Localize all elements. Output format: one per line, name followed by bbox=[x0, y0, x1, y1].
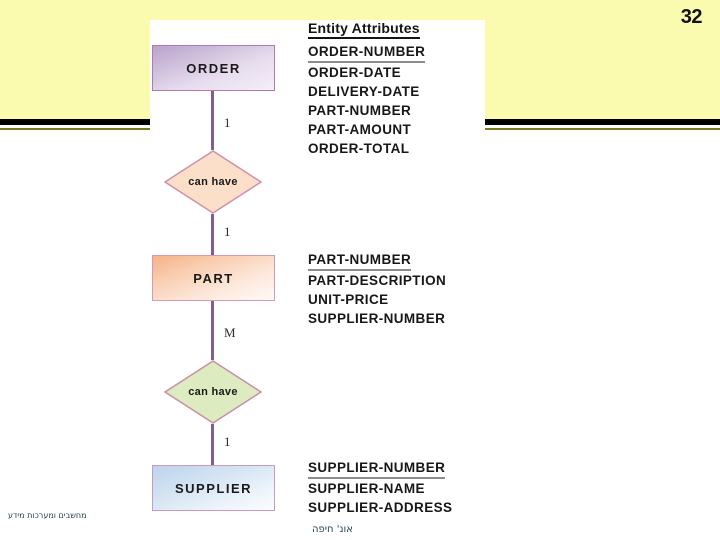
connector-order-to-relationship1 bbox=[211, 91, 214, 150]
attribute-part-3: SUPPLIER-NUMBER bbox=[308, 311, 446, 326]
attribute-order-5: ORDER-TOTAL bbox=[308, 141, 410, 156]
attribute-part-1: PART-DESCRIPTION bbox=[308, 273, 447, 288]
footer-department-text: מחשבים ומערכות מידע bbox=[8, 511, 87, 520]
entity-box-order: ORDER bbox=[152, 45, 275, 91]
entity-box-supplier: SUPPLIER bbox=[152, 465, 275, 511]
connector-relationship2-to-supplier bbox=[211, 424, 214, 465]
attribute-supplier-0: SUPPLIER-NUMBER bbox=[308, 458, 446, 479]
diamond-shape-icon bbox=[164, 360, 262, 424]
attribute-list-order: ORDER-NUMBER ORDER-DATE DELIVERY-DATE PART-… bbox=[308, 42, 426, 158]
attribute-order-0: ORDER-NUMBER bbox=[308, 42, 426, 63]
footer-university-text: אונ' חיפה bbox=[312, 524, 353, 535]
relationship-diamond-order-part: can have bbox=[164, 150, 262, 214]
cardinality-part-side-upper: 1 bbox=[224, 224, 231, 239]
er-diagram-image: Entity Attributes ORDER 1 can have 1 PAR… bbox=[150, 20, 485, 540]
entity-label-order: ORDER bbox=[186, 60, 241, 76]
entity-box-part: PART bbox=[152, 255, 275, 301]
page-number: 32 bbox=[680, 6, 703, 28]
entity-label-supplier: SUPPLIER bbox=[174, 480, 252, 496]
attribute-supplier-1: SUPPLIER-NAME bbox=[308, 481, 425, 496]
cardinality-order-side: 1 bbox=[224, 115, 231, 130]
relationship-diamond-part-supplier: can have bbox=[164, 360, 262, 424]
entity-label-part: PART bbox=[193, 270, 234, 286]
attribute-order-3: PART-NUMBER bbox=[308, 103, 412, 118]
attribute-order-4: PART-AMOUNT bbox=[308, 122, 412, 137]
relationship-label-1: can have bbox=[188, 176, 238, 188]
cardinality-part-side-lower: M bbox=[224, 325, 236, 340]
connector-relationship1-to-part bbox=[211, 214, 214, 255]
attribute-list-part: PART-NUMBER PART-DESCRIPTION UNIT-PRICE SUP… bbox=[308, 250, 446, 328]
attribute-order-2: DELIVERY-DATE bbox=[308, 84, 420, 99]
attribute-order-1: ORDER-DATE bbox=[308, 65, 401, 80]
diamond-shape-icon bbox=[164, 150, 262, 214]
connector-part-to-relationship2 bbox=[211, 301, 214, 360]
relationship-label-2: can have bbox=[188, 386, 238, 398]
attribute-part-0: PART-NUMBER bbox=[308, 250, 412, 271]
attribute-supplier-2: SUPPLIER-ADDRESS bbox=[308, 500, 453, 515]
attribute-list-supplier: SUPPLIER-NUMBER SUPPLIER-NAME SUPPLIER-ADD… bbox=[308, 458, 452, 517]
attribute-part-2: UNIT-PRICE bbox=[308, 292, 389, 307]
attributes-header: Entity Attributes bbox=[308, 20, 420, 39]
cardinality-supplier-side: 1 bbox=[224, 434, 231, 449]
